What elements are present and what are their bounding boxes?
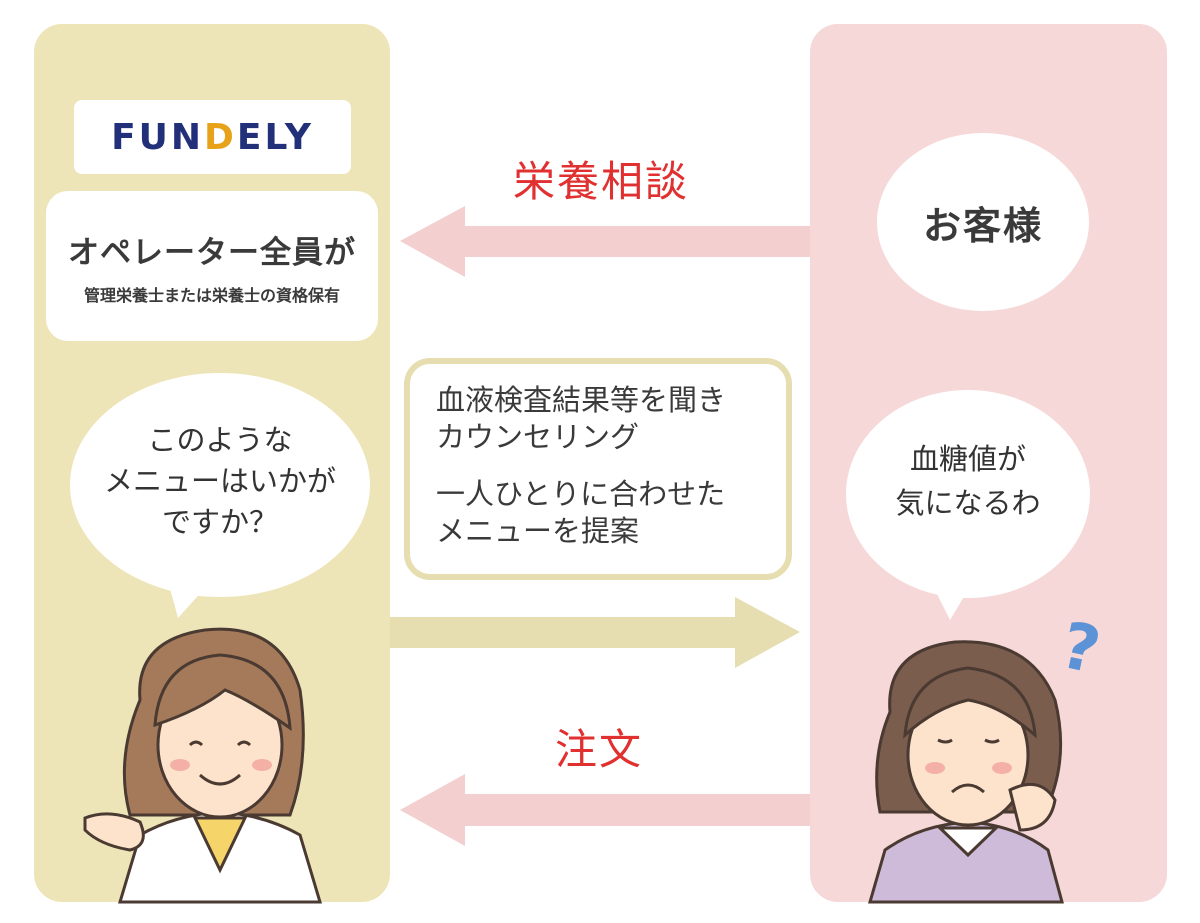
speech-line: ですか？ <box>161 505 278 540</box>
customer-speech: 血糖値が 気になるわ <box>848 438 1088 525</box>
speech-line: 血糖値が <box>909 442 1026 476</box>
customer-illustration <box>868 640 1064 904</box>
customer-circle: お客様 <box>877 133 1089 311</box>
info-line: 血液検査結果等を聞き <box>436 383 727 417</box>
order-label: 注文 <box>555 725 644 774</box>
logo-box: FUNDELY <box>74 100 351 174</box>
left-speech-bubble <box>70 373 370 618</box>
speech-line: このような <box>147 423 293 457</box>
info-line: カウンセリング <box>436 420 640 455</box>
proposal-arrow <box>390 597 800 668</box>
nutritionist-illustration <box>83 627 323 904</box>
nutritionist-speech: このような メニューはいかが ですか？ <box>70 420 370 544</box>
operator-subtitle: 管理栄養士または栄養士の資格保有 <box>83 285 340 305</box>
info-line: メニューを提案 <box>436 514 640 549</box>
speech-line: メニューはいかが <box>103 464 336 499</box>
speech-line: 気になるわ <box>895 485 1041 520</box>
operator-title: オペレーター全員が <box>68 234 356 271</box>
consult-arrow <box>400 206 810 277</box>
consult-label: 栄養相談 <box>513 157 690 206</box>
order-arrow <box>400 774 810 846</box>
counseling-info-box: 血液検査結果等を聞き カウンセリング 一人ひとりに合わせた メニューを提案 <box>404 358 792 580</box>
info-line: 一人ひとりに合わせた <box>436 477 726 512</box>
fundely-logo: FUNDELY <box>111 116 314 158</box>
customer-label: お客様 <box>922 203 1043 248</box>
operator-qualification-box: オペレーター全員が 管理栄養士または栄養士の資格保有 <box>46 191 378 341</box>
right-speech-bubble <box>846 390 1090 620</box>
